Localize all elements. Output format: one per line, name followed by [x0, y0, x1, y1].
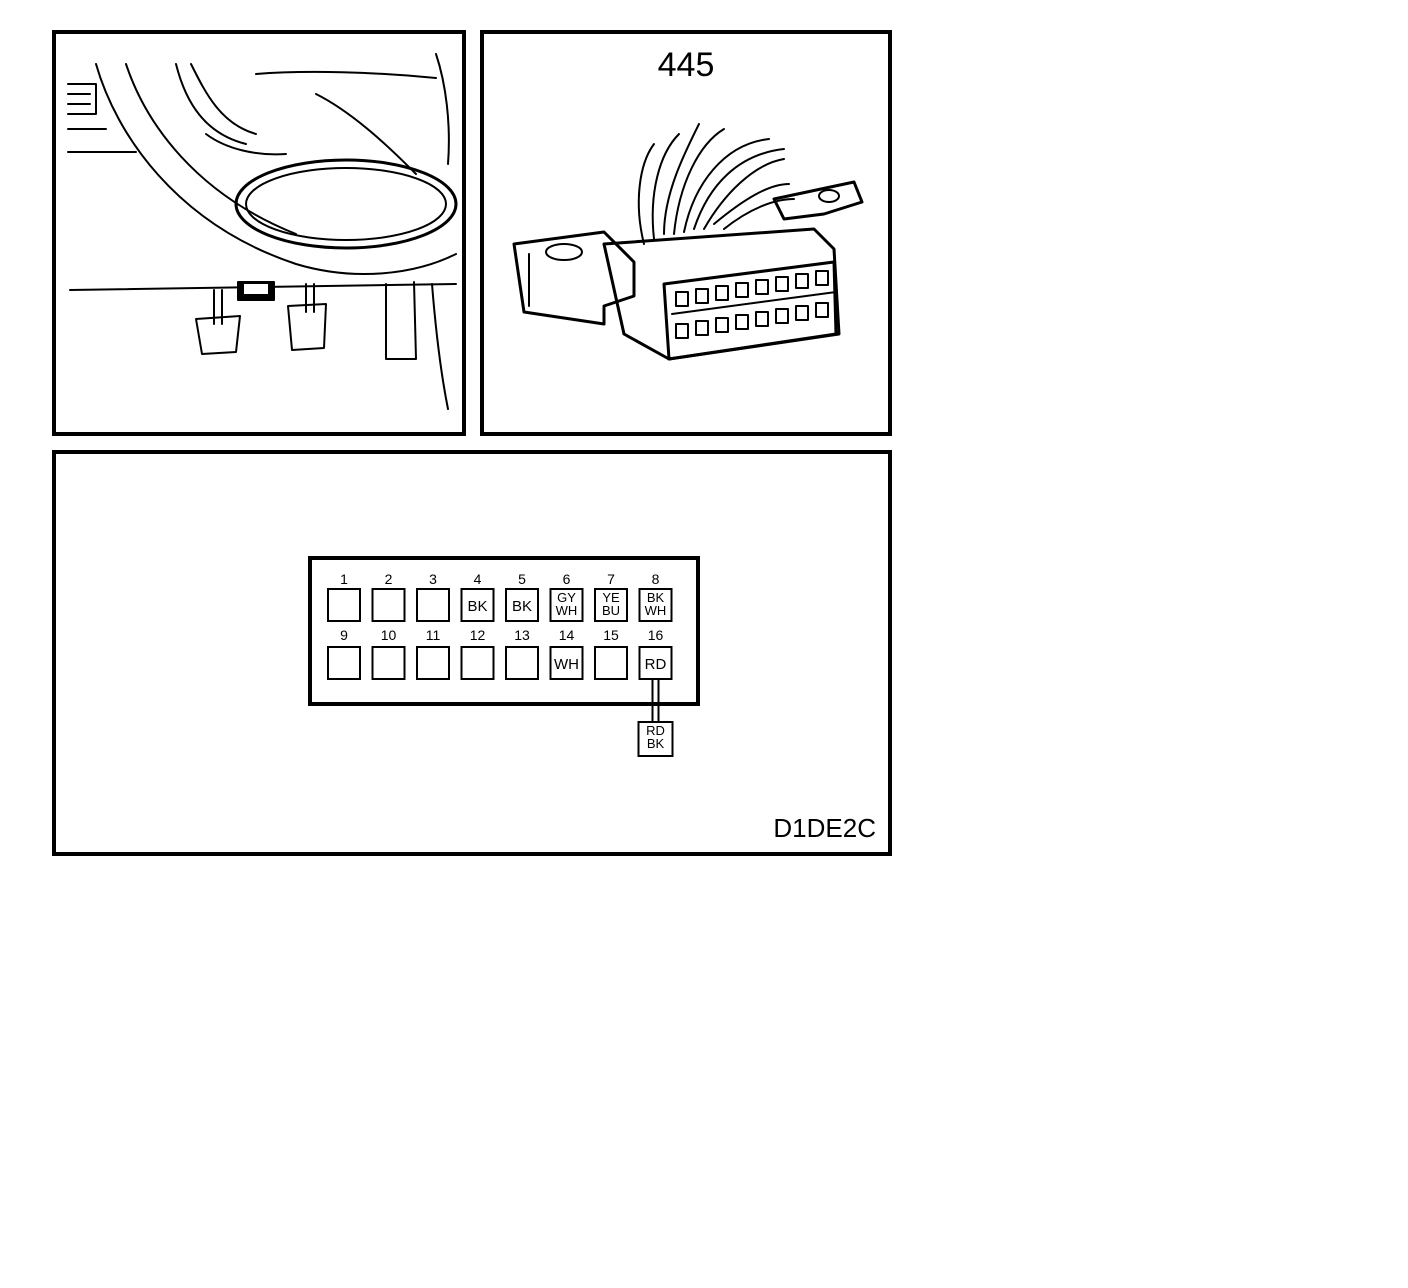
pin-number: 12 — [470, 627, 486, 643]
pin-11 — [416, 646, 450, 680]
pin-number: 13 — [514, 627, 530, 643]
wire-color-label: BU — [602, 603, 620, 618]
pin-14-box — [549, 646, 584, 680]
dashboard-pedals-illustration — [67, 53, 458, 410]
wire-color-label: BK — [512, 598, 532, 615]
obd-connector-illustration — [512, 123, 864, 361]
pin-3-box — [416, 588, 450, 622]
connector-number: 445 — [657, 46, 715, 84]
pin-15 — [594, 646, 628, 680]
wire-color-label: BK — [467, 598, 487, 615]
pin-number: 6 — [563, 571, 571, 587]
wire-color-label: YE — [602, 590, 620, 605]
pin-13-box — [505, 646, 539, 680]
wire-color-label: WH — [645, 603, 667, 618]
pin-number: 7 — [607, 571, 615, 587]
pin-2 — [371, 588, 406, 622]
figure-code: D1DE2C — [773, 813, 876, 843]
external-wire-label-box — [637, 721, 674, 757]
pin-16: RD — [638, 646, 673, 680]
pin-12-box — [460, 646, 495, 680]
pin-number: 1 — [340, 571, 348, 587]
wire-color-label: RD — [645, 656, 667, 673]
pin-number: 16 — [648, 627, 664, 643]
pin-number: 3 — [429, 571, 437, 587]
pin-1-box — [327, 588, 361, 622]
pin-2-box — [371, 588, 406, 622]
pin-1 — [327, 588, 361, 622]
wire-color-label: WH — [556, 603, 578, 618]
pin-number: 14 — [559, 627, 575, 643]
pin-6-box — [549, 588, 584, 622]
connector-outline — [308, 556, 700, 706]
pin-10 — [371, 646, 406, 680]
pin-number: 10 — [381, 627, 397, 643]
pin-16-box — [638, 646, 673, 680]
pin-number: 9 — [340, 627, 348, 643]
pin-number: 2 — [385, 571, 393, 587]
pin-5-box — [505, 588, 539, 622]
pin-13 — [505, 646, 539, 680]
pin-number: 5 — [518, 571, 526, 587]
pin-number: 4 — [474, 571, 482, 587]
pin-5: BK — [505, 588, 539, 622]
pin-14: WH — [549, 646, 584, 680]
wire-color-label: WH — [554, 656, 579, 673]
pin-11-box — [416, 646, 450, 680]
pin-number: 15 — [603, 627, 619, 643]
pin-3 — [416, 588, 450, 622]
connector-illustration-panel: 445 — [480, 30, 892, 436]
pin-number: 11 — [426, 627, 441, 643]
wire-color-label: BK — [647, 736, 665, 751]
connector-pin-cavities — [671, 270, 837, 339]
pin-number: 8 — [652, 571, 660, 587]
pin-10-box — [371, 646, 406, 680]
pin-4-box — [460, 588, 495, 622]
pin-9-box — [327, 646, 361, 680]
pin-8-box — [638, 588, 673, 622]
pin-12 — [460, 646, 495, 680]
location-illustration-panel — [52, 30, 466, 436]
wire-color-label: BK — [647, 590, 665, 605]
wire-color-label: GY — [557, 590, 576, 605]
wire-color-label: RD — [646, 723, 665, 738]
pin-15-box — [594, 646, 628, 680]
pin-4: BK — [460, 588, 495, 622]
pin-9 — [327, 646, 361, 680]
pin-7-box — [594, 588, 628, 622]
